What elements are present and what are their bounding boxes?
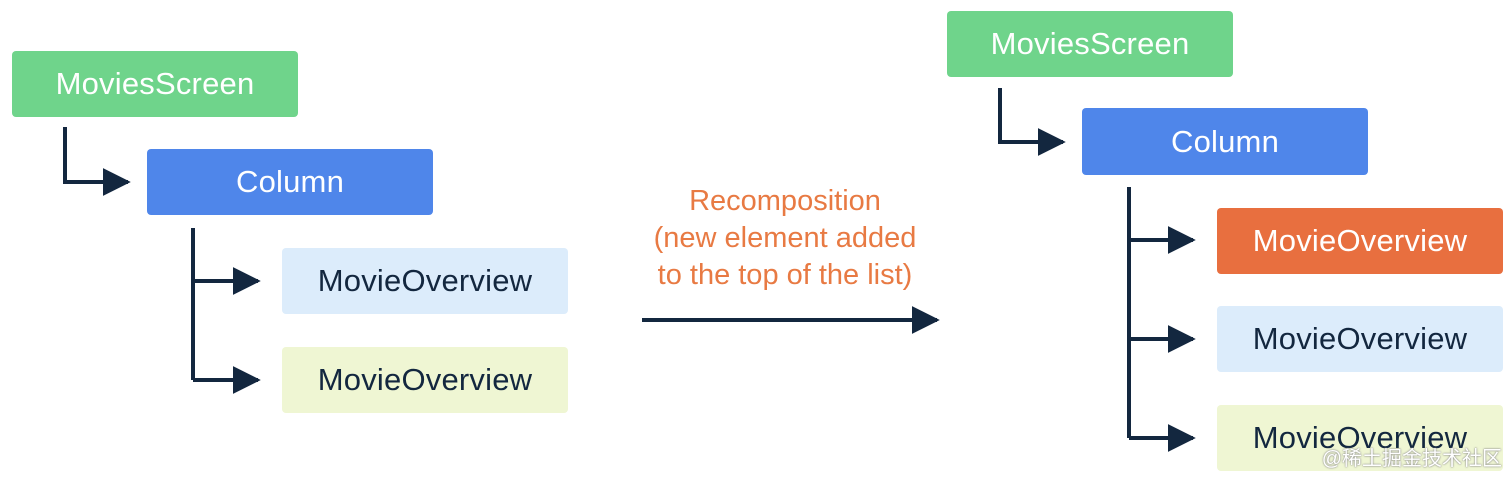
movieoverview-node-after: MovieOverview [1217,405,1503,471]
watermark: @稀土掘金技术社区 [1321,448,1502,470]
column-node: Column [147,149,433,215]
connector-screen-to-column [63,127,131,196]
movieoverview-node: MovieOverview [282,347,568,413]
movieoverview-node-after: MovieOverview [1217,306,1503,372]
movieoverview-node: MovieOverview [282,248,568,314]
recomposition-caption: Recomposition (new element added to the … [630,183,940,294]
caption-line: (new element added [653,222,917,254]
moviesscreen-node-after: MoviesScreen [947,11,1233,77]
connector-screen-to-column-after [998,88,1066,156]
new-movieoverview-node: MovieOverview [1217,208,1503,274]
moviesscreen-node: MoviesScreen [12,51,298,117]
column-node-after: Column [1082,108,1368,175]
caption-line: Recomposition [689,185,881,217]
caption-line: to the top of the list) [657,259,913,291]
